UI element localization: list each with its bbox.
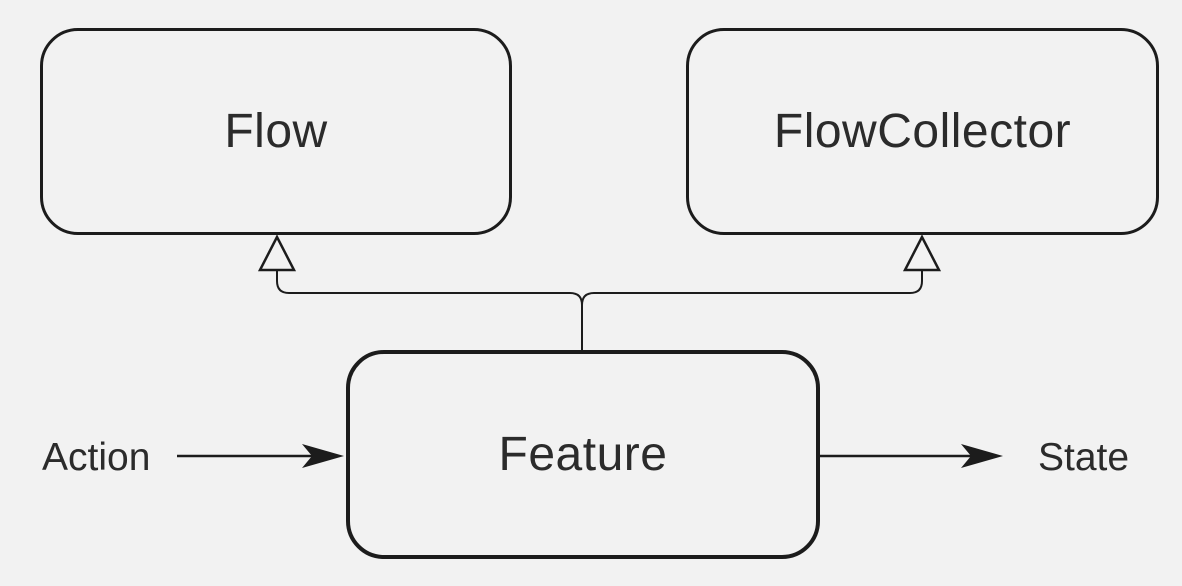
inheritance-triangle-left-icon	[257, 234, 297, 272]
inheritance-triangle-right-icon	[902, 234, 942, 272]
inheritance-connector-left	[276, 271, 583, 352]
action-arrow-head-icon	[302, 444, 344, 468]
state-arrow-head-icon	[961, 444, 1003, 468]
node-flow-label: Flow	[224, 105, 328, 158]
state-label: State	[1038, 436, 1130, 479]
inheritance-connector-right	[581, 271, 923, 352]
node-feature-label: Feature	[498, 428, 668, 481]
node-feature: Feature	[346, 350, 820, 559]
action-label: Action	[42, 436, 151, 479]
node-flowcollector-label: FlowCollector	[773, 105, 1072, 158]
node-flowcollector: FlowCollector	[686, 28, 1159, 235]
node-flow: Flow	[40, 28, 512, 235]
